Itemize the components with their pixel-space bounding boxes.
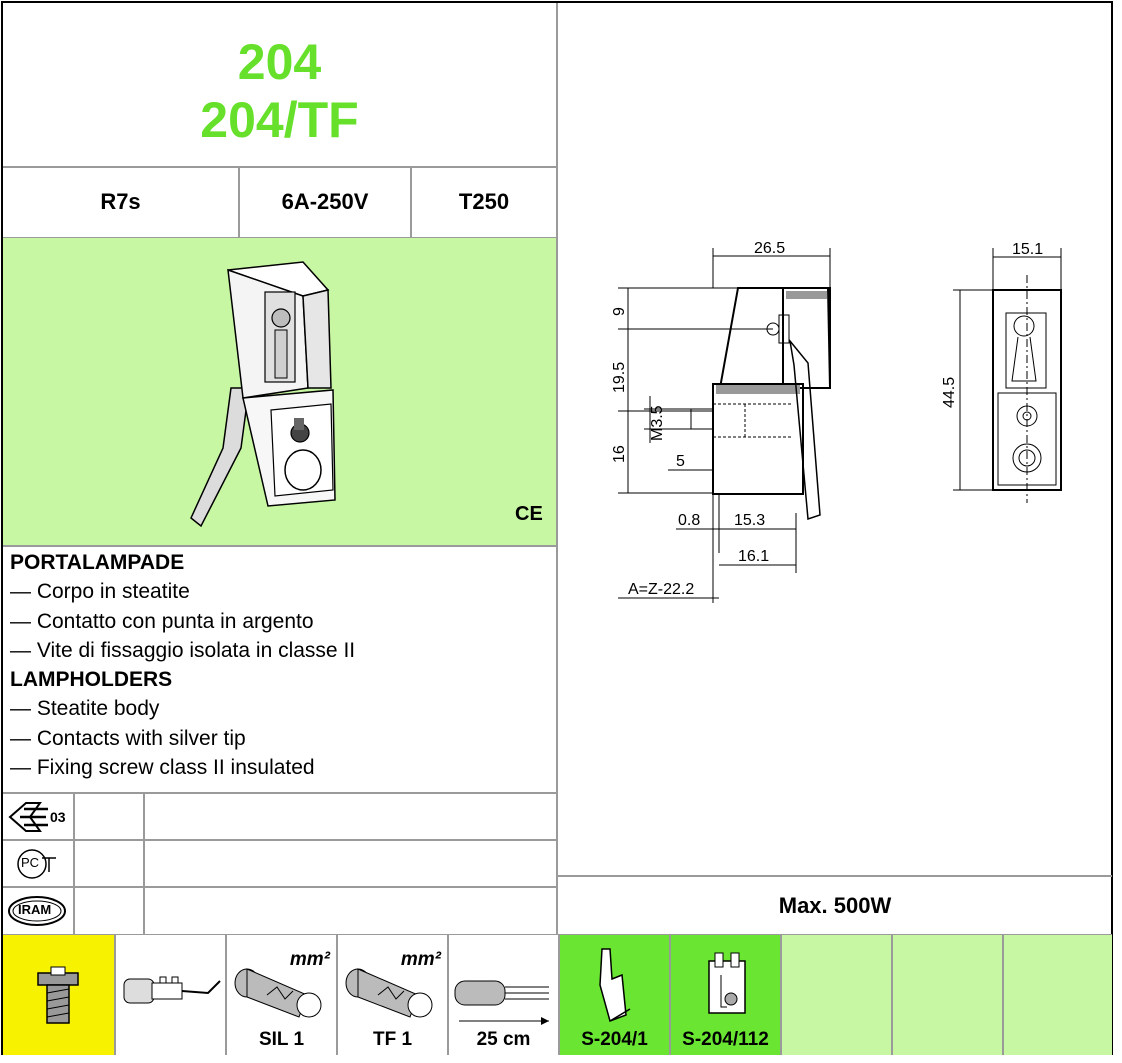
heading-italian: PORTALAMPADE: [10, 551, 185, 574]
technical-drawing: 26.5 15.1 44.5 9 19.5 16 M3.5 5 0.8 15.3…: [558, 3, 1112, 874]
product-code: 204: [237, 34, 322, 90]
tf-cable-icon: [345, 968, 433, 1018]
empty-cell: [1002, 935, 1112, 1055]
feature-item: — Contatto con punta in argento: [10, 609, 314, 633]
accessory-label: SIL 1: [258, 1029, 305, 1050]
divider: [556, 875, 1112, 877]
feature-item: — Steatite body: [10, 697, 160, 721]
product-variant: 204/TF: [200, 92, 359, 148]
feature-item: — Fixing screw class II insulated: [10, 756, 315, 780]
accessory-label: S-204/112: [682, 1029, 769, 1050]
terminal-cell: [114, 935, 225, 1055]
empty-cell: [891, 935, 1002, 1055]
divider: [3, 792, 556, 794]
empty-cell: [780, 935, 891, 1055]
product-photo-panel: CE: [3, 238, 556, 545]
heading-english: LAMPHOLDERS: [10, 668, 173, 692]
iram-letters: IRAM: [18, 902, 52, 917]
unit-label: mm²: [289, 949, 330, 970]
dim-thread: M3.5: [649, 405, 666, 441]
spec-temperature: T250: [458, 189, 510, 214]
divider: [3, 545, 556, 547]
max-power: Max. 500W: [778, 893, 892, 918]
spec-rating: 6A-250V: [281, 189, 369, 214]
cable-length-cell: 25 cm: [447, 935, 558, 1055]
feature-item: — Contacts with silver tip: [10, 726, 246, 750]
dim-width-front: 26.5: [754, 240, 785, 257]
iram-icon: IRAM: [6, 893, 68, 929]
sil-cable-icon: [234, 968, 322, 1018]
accessory-label: 25 cm: [476, 1029, 531, 1050]
clip-s204-1-icon: [599, 948, 631, 1022]
pct-letters: PC: [21, 855, 40, 870]
divider: [238, 167, 240, 237]
dim-offset: 0.8: [678, 512, 700, 529]
accessory-label: S-204/1: [581, 1029, 648, 1050]
column-divider: [556, 3, 558, 935]
screw-fixing-icon: [37, 966, 79, 1024]
tf-cable-cell: mm² TF 1: [336, 935, 447, 1055]
product-title: 204 204/TF: [3, 3, 556, 166]
divider: [3, 166, 556, 168]
divider: [3, 886, 556, 888]
accessory-label: TF 1: [372, 1029, 413, 1050]
divider: [143, 794, 145, 935]
dim-az: A=Z-22.2: [628, 581, 694, 598]
sil-cable-cell: mm² SIL 1: [225, 935, 336, 1055]
enec-number: 03: [50, 809, 66, 825]
description: PORTALAMPADE — Corpo in steatite — Conta…: [10, 548, 550, 782]
dimension-drawing: 26.5 15.1 44.5 9 19.5 16 M3.5 5 0.8 15.3…: [611, 240, 1062, 603]
clip-s204-1-cell: S-204/1: [558, 935, 669, 1055]
lampholder-illustration: [190, 261, 336, 528]
divider: [73, 794, 75, 935]
dim-d2: 16.1: [738, 548, 769, 565]
divider: [3, 839, 556, 841]
screw-fixing-cell: [3, 935, 114, 1055]
dim-height-total: 44.5: [941, 377, 958, 408]
divider: [410, 167, 412, 237]
dim-bottom: 16: [611, 445, 628, 463]
dim-top: 9: [611, 307, 628, 316]
spec-base: R7s: [100, 189, 141, 214]
pct-icon: PC: [12, 844, 62, 884]
dim-screw-length: 5: [676, 453, 685, 470]
dim-middle: 19.5: [611, 362, 628, 393]
dim-width-side: 15.1: [1012, 241, 1043, 258]
clip-s204-112-cell: S-204/112: [669, 935, 780, 1055]
feature-item: — Vite di fissaggio isolata in classe II: [10, 638, 356, 662]
cable-length-icon: [454, 980, 549, 1025]
feature-item: — Corpo in steatite: [10, 580, 190, 604]
enec-icon: 03: [6, 797, 70, 837]
ce-mark: CE: [515, 503, 543, 525]
clip-s204-112-icon: [708, 952, 746, 1014]
unit-label: mm²: [400, 949, 441, 970]
dim-d1: 15.3: [734, 512, 765, 529]
terminal-icon: [123, 976, 221, 1004]
